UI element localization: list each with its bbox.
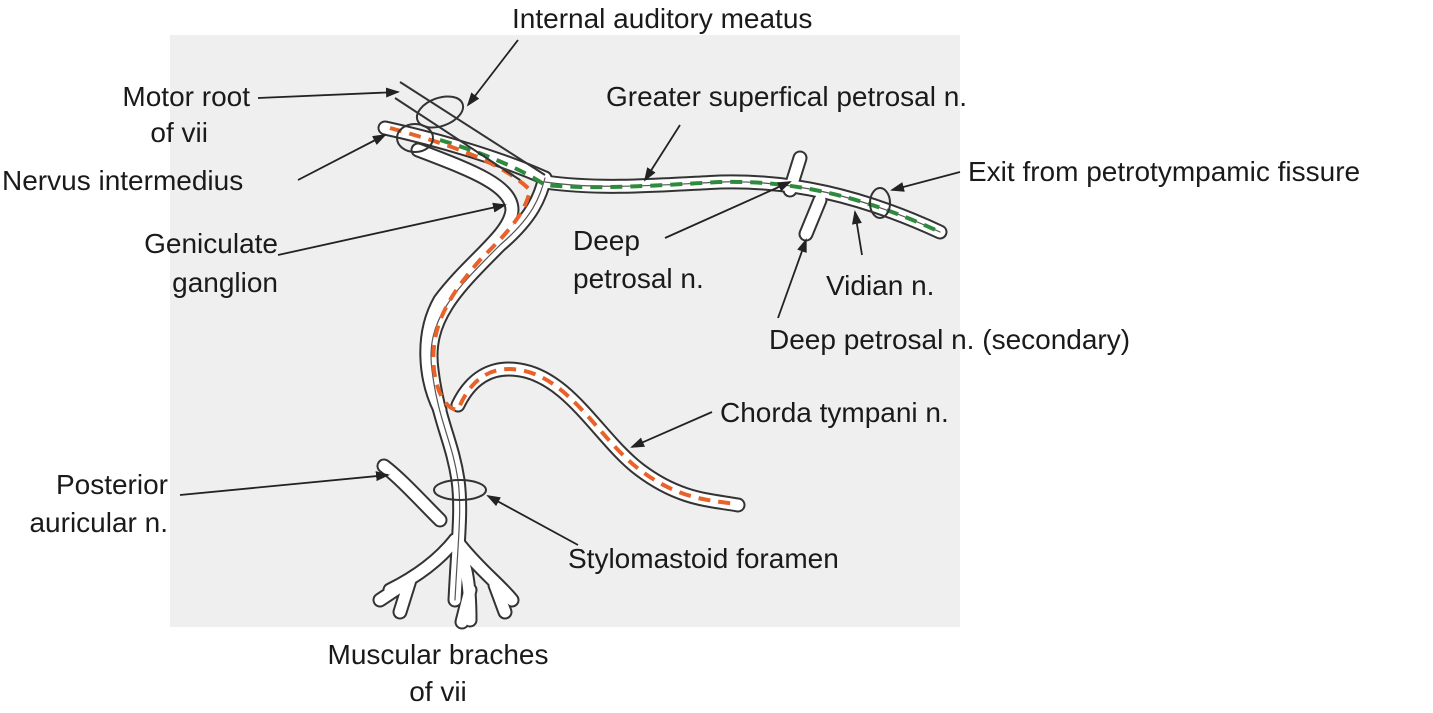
label-stylomastoid: Stylomastoid foramen (568, 543, 839, 574)
petrotympanic-fissure-ring (869, 187, 891, 219)
diagram-panel (170, 35, 960, 627)
label-deep-petrosal-line1: Deep (573, 225, 640, 256)
arrow-deep-petrosal-secondary (777, 238, 807, 319)
label-geniculate-line2: ganglion (172, 267, 278, 298)
arrow-chorda-tympani (630, 411, 713, 448)
label-motor-root-line1: Motor root (122, 81, 250, 112)
label-motor-root-line2: of vii (150, 117, 208, 148)
arrow-vidian (851, 210, 863, 256)
label-vidian: Vidian n. (826, 270, 935, 301)
label-exit-petrotympanic: Exit from petrotympamic fissure (968, 156, 1361, 187)
stylomastoid-foramen-ring (433, 479, 487, 501)
label-posterior-auricular-line1: Posterior (55, 469, 168, 500)
arrow-exit-petrotympanic (890, 171, 961, 192)
label-chorda-tympani: Chorda tympani n. (720, 397, 949, 428)
label-posterior-auricular-line2: auricular n. (29, 507, 168, 538)
label-internal-auditory-meatus: Internal auditory meatus (512, 3, 813, 34)
label-muscular-line1: Muscular braches (327, 639, 549, 670)
arrow-nervus-intermedius (297, 134, 387, 181)
motor-root-ring (396, 123, 434, 153)
label-geniculate-line1: Geniculate (144, 228, 278, 259)
label-muscular-line2: of vii (409, 676, 467, 707)
label-greater-superficial-petrosal: Greater superfical petrosal n. (606, 81, 968, 112)
leader-arrows (179, 39, 961, 546)
label-deep-petrosal-secondary: Deep petrosal n. (secondary) (769, 324, 1131, 355)
arrow-geniculate (277, 202, 507, 256)
arrow-internal-auditory-meatus (466, 39, 519, 107)
arrow-greater-superficial-petrosal (643, 124, 681, 182)
arrow-posterior-auricular (179, 471, 390, 496)
arrow-stylomastoid (486, 495, 579, 546)
label-nervus-intermedius: Nervus intermedius (2, 165, 244, 196)
internal-auditory-meatus-ring (415, 95, 465, 129)
label-deep-petrosal-line2: petrosal n. (573, 263, 704, 294)
arrow-motor-root (257, 87, 400, 99)
foramen-markers (394, 81, 891, 501)
arrow-deep-petrosal (664, 181, 792, 239)
